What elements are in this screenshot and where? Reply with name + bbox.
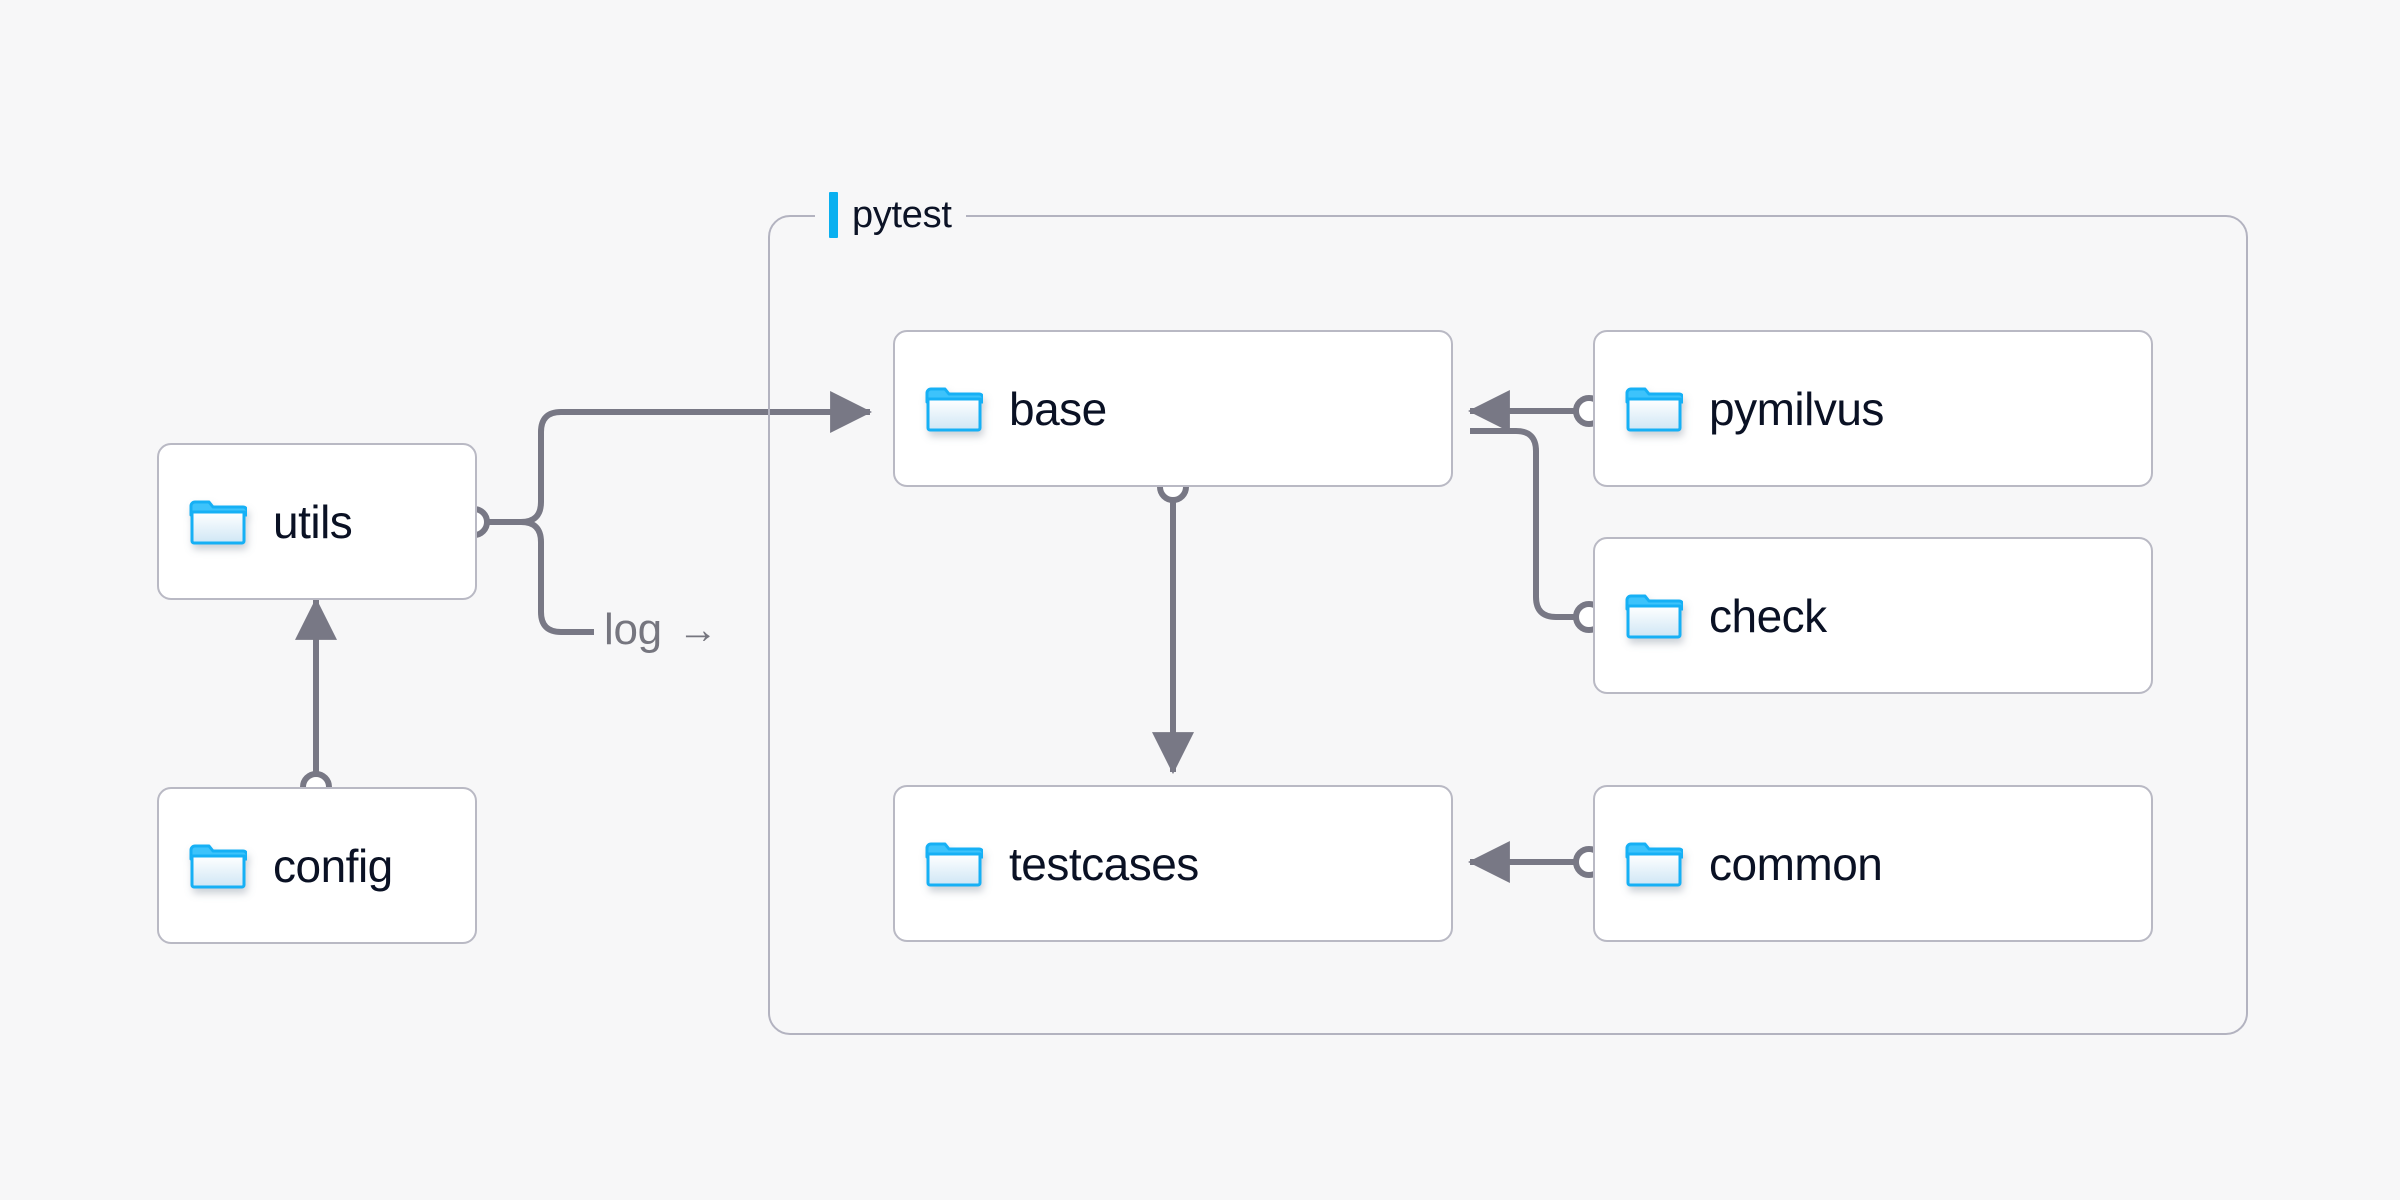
node-label: testcases xyxy=(1009,837,1199,890)
node-label: common xyxy=(1709,837,1883,890)
edge-label-log: log → xyxy=(604,605,718,655)
node-base[interactable]: base xyxy=(893,330,1453,487)
folder-icon xyxy=(189,500,247,544)
folder-icon xyxy=(925,387,983,431)
node-testcases[interactable]: testcases xyxy=(893,785,1453,942)
arrow-right-icon: → xyxy=(677,608,718,652)
edge-label-text: log xyxy=(604,605,662,654)
group-container-pytest xyxy=(768,215,2248,1035)
group-label-pytest: pytest xyxy=(815,192,966,238)
folder-icon xyxy=(925,842,983,886)
node-utils[interactable]: utils xyxy=(157,443,477,600)
folder-icon xyxy=(1625,594,1683,638)
folder-icon xyxy=(189,844,247,888)
folder-icon xyxy=(1625,842,1683,886)
node-config[interactable]: config xyxy=(157,787,477,944)
accent-bar-icon xyxy=(829,192,838,238)
node-pymilvus[interactable]: pymilvus xyxy=(1593,330,2153,487)
node-label: utils xyxy=(273,495,353,548)
node-label: config xyxy=(273,839,393,892)
edge-check-to-base xyxy=(1470,428,1576,620)
node-label: base xyxy=(1009,382,1107,435)
group-title: pytest xyxy=(852,193,952,236)
node-label: pymilvus xyxy=(1709,382,1884,435)
node-check[interactable]: check xyxy=(1593,537,2153,694)
folder-icon xyxy=(1625,387,1683,431)
node-common[interactable]: common xyxy=(1593,785,2153,942)
node-label: check xyxy=(1709,589,1827,642)
edge-utils-to-log xyxy=(520,519,594,635)
